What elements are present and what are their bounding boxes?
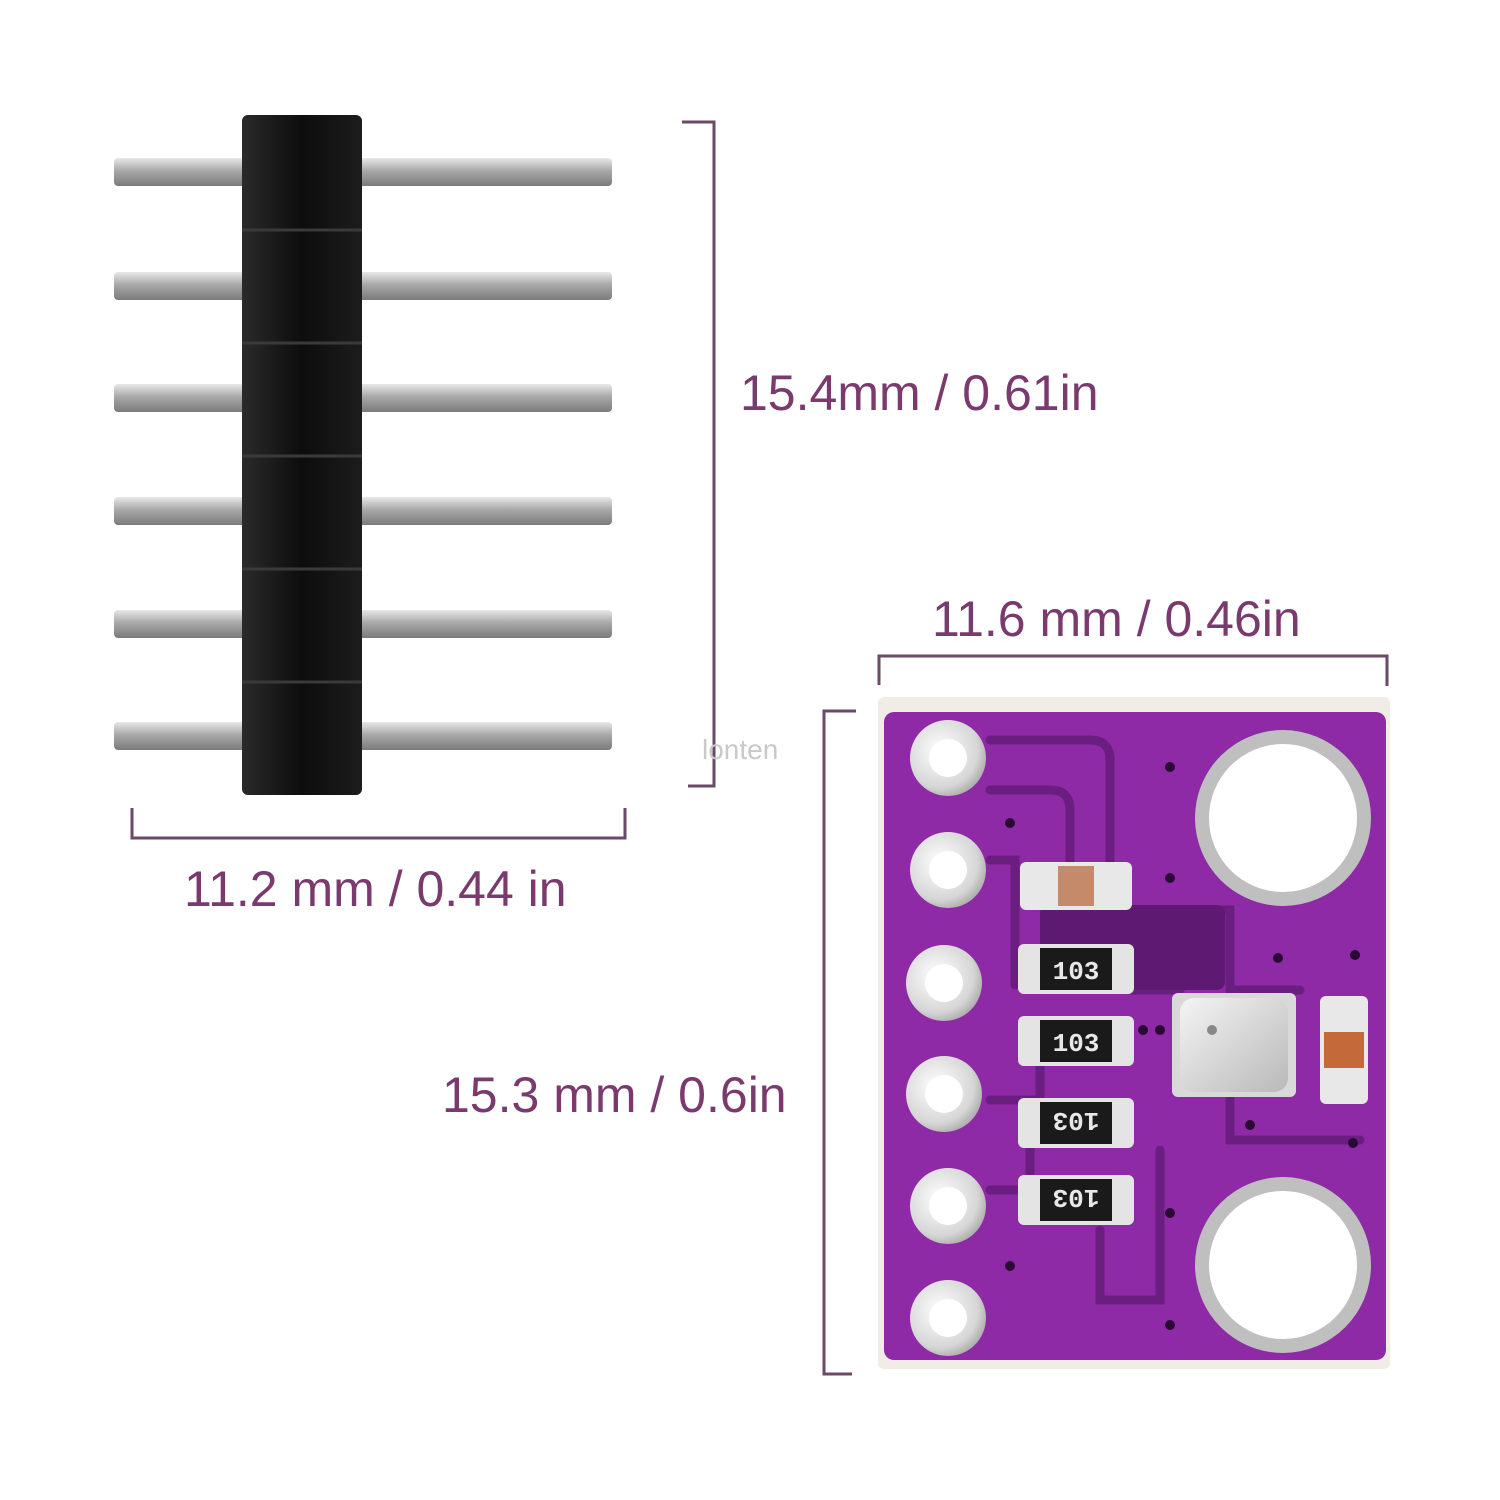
resistor-4 [1018, 1175, 1134, 1225]
board-pad-5 [910, 1168, 986, 1244]
capacitor-top [1020, 862, 1132, 910]
header-pin-1 [114, 158, 612, 186]
board-width-dimension-line [877, 654, 1389, 686]
header-pin-5 [114, 610, 612, 638]
header-pin-3 [114, 384, 612, 412]
pressure-sensor-chip [1172, 993, 1296, 1097]
board-pin-pads [906, 720, 986, 1356]
header-plastic-body [242, 115, 362, 795]
board-pad-2 [910, 832, 986, 908]
mounting-hole-bottom [1195, 1177, 1371, 1353]
pcb-vias [1005, 762, 1360, 1330]
resistor-2 [1018, 1016, 1134, 1066]
resistor-2-marking: 103 [1053, 1029, 1100, 1059]
capacitor-right [1320, 996, 1368, 1104]
mounting-hole-top [1195, 730, 1371, 906]
board-pad-6 [910, 1280, 986, 1356]
resistor-1 [1018, 944, 1134, 994]
header-height-dimension-line [682, 120, 716, 788]
pin-header [114, 115, 612, 795]
board-pad-4 [906, 1056, 982, 1132]
header-width-label: 11.2 mm / 0.44 in [184, 861, 567, 917]
resistor-1-marking: 103 [1053, 957, 1100, 987]
header-pin-2 [114, 272, 612, 300]
header-height-label: 15.4mm / 0.61in [740, 365, 1099, 421]
board-height-dimension-line [822, 709, 856, 1376]
header-pins [114, 158, 612, 750]
watermark-text: lonten [702, 734, 779, 765]
header-width-dimension-line [130, 808, 627, 840]
header-pin-4 [114, 497, 612, 525]
resistor-3-marking: 103 [1053, 1105, 1100, 1135]
resistor-4-marking: 103 [1053, 1182, 1100, 1212]
board-width-label: 11.6 mm / 0.46in [932, 591, 1301, 647]
board-height-label: 15.3 mm / 0.6in [442, 1067, 787, 1123]
resistor-3 [1018, 1098, 1134, 1148]
sensor-board: 103 103 103 103 [878, 697, 1390, 1369]
header-pin-6 [114, 722, 612, 750]
board-pad-3 [906, 945, 982, 1021]
board-pad-1 [910, 720, 986, 796]
